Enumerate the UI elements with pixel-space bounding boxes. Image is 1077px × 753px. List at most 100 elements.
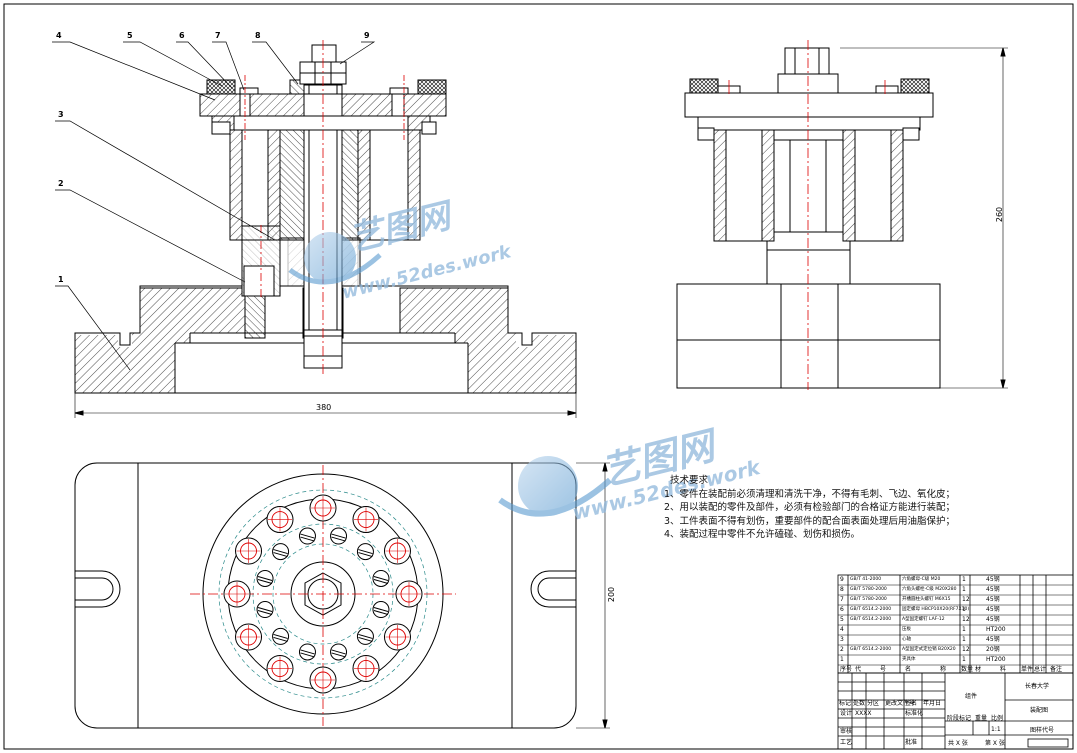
- bom-header-cell: 号: [880, 666, 887, 673]
- tb-row-mark: 标记: [839, 700, 852, 707]
- bom-header-cell: 名: [905, 666, 912, 673]
- balloon-1: 1: [58, 275, 64, 284]
- bom-row-lines: [838, 584, 1073, 666]
- locating-pin: [395, 580, 423, 608]
- locating-pin: [223, 580, 251, 608]
- bom-cell-qty: 12: [962, 596, 970, 603]
- bom-header-cell: 单件: [1021, 666, 1034, 673]
- clamp-screw: [256, 569, 274, 587]
- watermark-logo: [288, 232, 612, 517]
- tb-scale-label: 比例: [991, 715, 1004, 722]
- bom-cell-name: 夹具体: [902, 657, 916, 662]
- tb-process: 工艺: [840, 739, 853, 746]
- tb-row-date: 年月日: [923, 700, 942, 707]
- locating-pin: [309, 494, 337, 522]
- bom-cell-name: 压板: [902, 627, 911, 632]
- bom-cell-qty: 1: [962, 626, 966, 633]
- tb-approve: 批准: [905, 739, 918, 746]
- balloon-4: 4: [56, 31, 62, 40]
- tb-standard: 标准化: [905, 710, 924, 717]
- technical-requirements: 技术要求 1、零件在装配前必须清理和清洗干净，不得有毛刺、飞边、氧化皮； 2、用…: [664, 474, 955, 542]
- bom-cell-code: GB/T 6514.2-2000: [850, 607, 892, 612]
- bom-cell-qty: 1: [962, 576, 966, 583]
- bom-cell-qty: 12: [962, 646, 970, 653]
- bom-cell-name: 开槽圆柱头螺钉 M6X15: [902, 597, 951, 602]
- locating-pin: [309, 666, 337, 694]
- balloon-3: 3: [58, 110, 64, 119]
- bom-cell-mat: HT200: [986, 626, 1006, 633]
- clamp-screw: [372, 569, 390, 587]
- bom-cell-code: GB/T 41-2000: [850, 577, 882, 582]
- tb-drawing-name: 装配图: [1030, 707, 1049, 714]
- tech-item-1: 1、零件在装配前必须清理和清洗干净，不得有毛刺、飞边、氧化皮；: [664, 488, 956, 500]
- clamp-screw: [372, 601, 390, 619]
- bom-table: [837, 574, 1074, 674]
- tech-item-4: 4、装配过程中零件不允许磕碰、划伤和损伤。: [664, 529, 861, 540]
- balloon-8: 8: [255, 31, 261, 40]
- bom-header-cell: 料: [1000, 666, 1007, 673]
- bom-cell-mat: 20钢: [986, 646, 1000, 653]
- bom-header-cell: 称: [940, 666, 947, 673]
- drawing-frame: [3, 3, 1074, 750]
- bom-cell-no: 5: [840, 616, 844, 623]
- title-block: [837, 672, 1074, 750]
- locating-pin: [235, 537, 263, 565]
- tb-stage: 阶段标记: [947, 715, 972, 722]
- tech-item-3: 3、工件表面不得有划伤，重要部件的配合面表面处理后用油脂保护；: [664, 515, 956, 527]
- bom-cell-qty: 1: [962, 606, 966, 613]
- balloon-6: 6: [179, 31, 185, 40]
- clamp-screw: [298, 527, 316, 545]
- locating-pin: [383, 537, 411, 565]
- tb-drawing-code: 图样代号: [1030, 727, 1055, 734]
- bom-cell-code: GB/T 5780-2000: [850, 597, 887, 602]
- clamp-screw: [356, 627, 374, 645]
- tb-assembly: 组件: [965, 693, 978, 700]
- bom-cell-mat: HT200: [986, 656, 1006, 663]
- tb-school: 长春大学: [1025, 683, 1050, 690]
- bom-cell-qty: 1: [962, 656, 966, 663]
- tb-sheet-no: 第 X 张: [985, 740, 1005, 747]
- bom-cell-no: 8: [840, 586, 844, 593]
- bom-cell-no: 9: [840, 576, 844, 583]
- locating-pin: [383, 623, 411, 651]
- locating-pin: [352, 506, 380, 534]
- bom-cell-no: 4: [840, 626, 844, 633]
- bom-header-cell: 序号: [840, 666, 853, 673]
- bom-header-cell: 数量: [961, 666, 974, 673]
- dimension-width: 380: [316, 403, 332, 412]
- bom-cell-no: 3: [840, 636, 844, 643]
- tb-row-sign: 签名: [905, 700, 918, 707]
- bom-cell-name: 固定螺母 HBCP10X20(RF7X10): [902, 607, 970, 612]
- dimension-height-side: 260: [995, 206, 1005, 223]
- balloon-leaders: [52, 41, 376, 371]
- bom-cell-name: A型固定式定位销 B20X20: [902, 647, 956, 652]
- balloon-5: 5: [127, 31, 133, 40]
- clamp-screw: [298, 643, 316, 661]
- clamp-screw: [272, 627, 290, 645]
- side-view: [676, 40, 1008, 390]
- locating-pin-ring: [223, 494, 423, 694]
- bom-cell-mat: 45钢: [986, 576, 1000, 583]
- tb-review: 审核: [840, 728, 853, 735]
- bom-cell-qty: 1: [962, 586, 966, 593]
- clamp-screw: [272, 543, 290, 561]
- balloon-7: 7: [215, 31, 221, 40]
- locating-pin: [266, 506, 294, 534]
- bom-cell-name: A型固定螺钉 LAF-12: [902, 617, 945, 622]
- tech-item-2: 2、用以装配的零件及部件，必须有检验部门的合格证方能进行装配；: [664, 502, 956, 513]
- bom-cell-no: 7: [840, 596, 844, 603]
- bom-cell-no: 6: [840, 606, 844, 613]
- tb-row-change: 更改文件号: [885, 700, 916, 707]
- bom-cell-code: GB/T 6514.2-2000: [850, 647, 892, 652]
- locating-pin: [266, 654, 294, 682]
- clamp-screw: [330, 643, 348, 661]
- dimension-height-top: 200: [607, 586, 617, 603]
- bom-cell-mat: 45钢: [986, 586, 1000, 593]
- bom-cell-no: 1: [840, 656, 844, 663]
- bom-cell-name: 六角螺母-C级 M20: [902, 577, 941, 582]
- tb-sheet-total: 共 X 张: [948, 740, 968, 747]
- clamp-screw: [356, 543, 374, 561]
- bom-cell-mat: 45钢: [986, 616, 1000, 623]
- bom-cell-qty: 1: [962, 636, 966, 643]
